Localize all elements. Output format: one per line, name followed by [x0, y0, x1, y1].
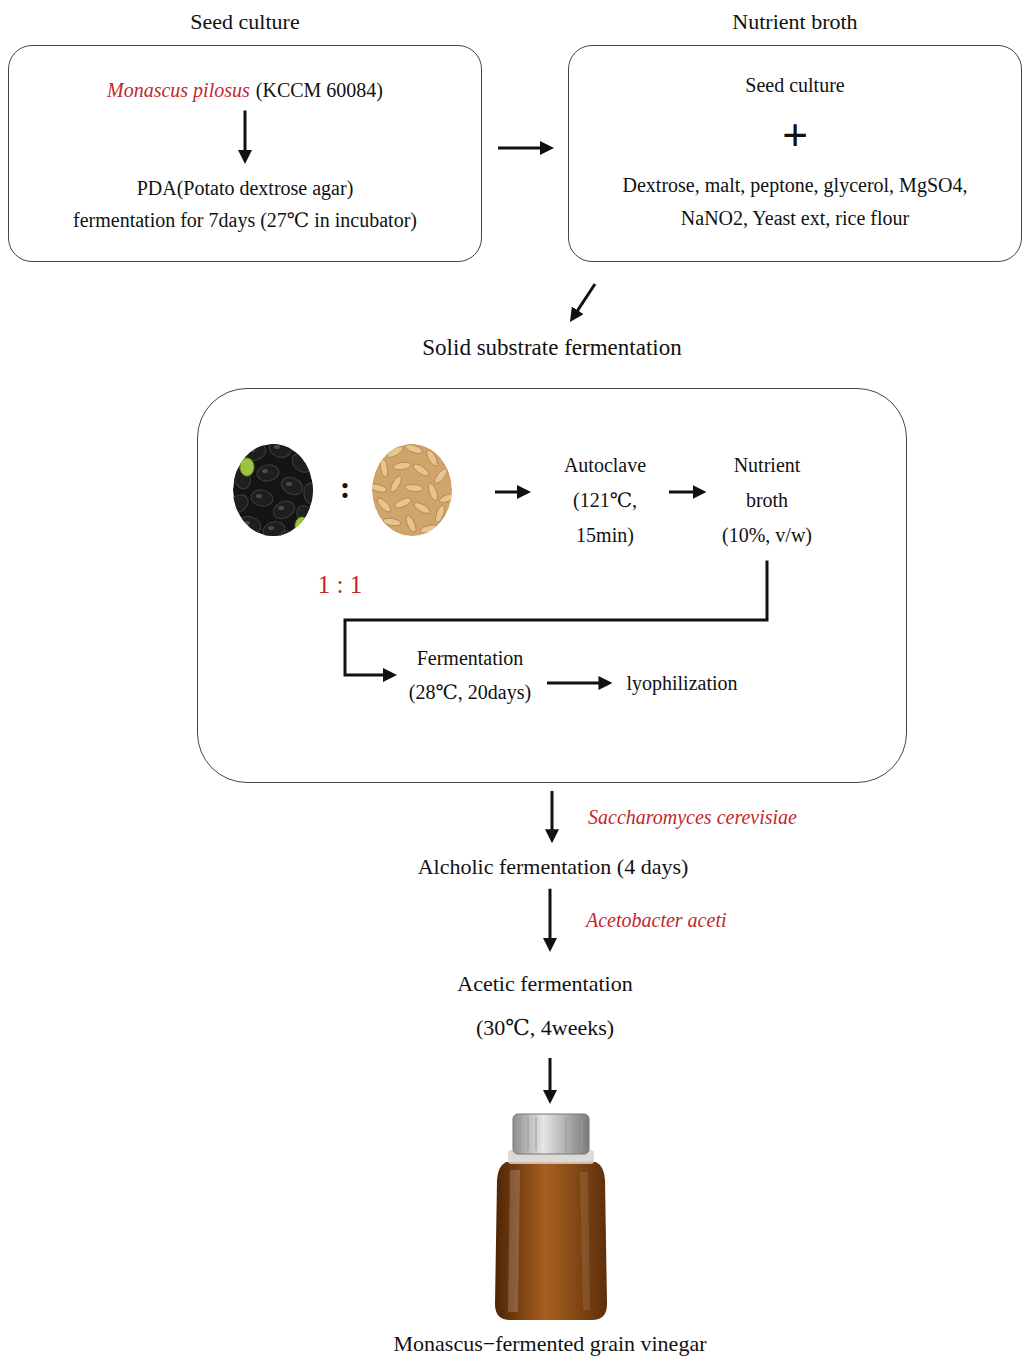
group-box: Nutrient brothSeed culture + Dextrose, mal… [568, 8, 1022, 262]
group-box: Solid substrate fermentationAutoclave (1… [197, 330, 907, 783]
ratio-colon: : [340, 469, 351, 506]
step-label: Fermentation (28℃, 20days) [407, 641, 533, 709]
step-label: Alcholic fermentation (4 days) [418, 853, 689, 881]
product-caption: Monascus−fermented grain vinegar [394, 1330, 707, 1358]
arrow-connector [669, 491, 700, 494]
arrow-connector [551, 791, 554, 836]
step-node: Monascus−fermented grain vinegar [394, 1112, 707, 1358]
group-outline [197, 388, 907, 783]
step-node: Fermentation (28℃, 20days) [407, 641, 533, 709]
bottle-space [394, 1112, 707, 1330]
group-box: Seed cultureMonascus pilosus (KCCM 60084)… [8, 8, 482, 262]
black-bean-picture [224, 438, 321, 557]
ratio-label: 1 : 1 [318, 571, 362, 599]
brown-rice-picture [368, 432, 457, 554]
arrow-connector [244, 111, 247, 158]
organism-label: Saccharomyces cerevisiae [588, 806, 797, 829]
organism-label: Acetobacter aceti [586, 909, 727, 932]
step-node: Autoclave (121℃, 15min) [555, 448, 655, 553]
strain-code: (KCCM 60084) [256, 79, 383, 101]
arrow-connector [345, 561, 767, 676]
step-node: PDA(Potato dextrose agar)fermentation fo… [73, 172, 417, 236]
group-heading: Solid substrate fermentation [422, 335, 681, 361]
arrow-connector [549, 889, 552, 945]
step-text: fermentation for 7days (27℃ in incubator… [73, 204, 417, 236]
step-label: Nutrient broth (10%, v/w) [721, 448, 814, 553]
arrow-connector [574, 284, 595, 316]
step-label: Acetic fermentation (30℃, 4weeks) [445, 962, 645, 1050]
step-text: PDA(Potato dextrose agar) [73, 172, 417, 204]
step-node: Monascus pilosus (KCCM 60084) [107, 78, 383, 103]
step-node: lyophilization [626, 671, 737, 696]
plus-sign: + [782, 109, 808, 162]
step-node: Nutrient broth (10%, v/w) [721, 448, 814, 553]
arrow-connector [498, 147, 547, 150]
species-name: Monascus pilosus [107, 79, 250, 101]
vinegar-bottle [495, 1114, 607, 1320]
arrow-connector [549, 1058, 552, 1097]
group-heading: Nutrient broth [732, 9, 857, 35]
group-heading: Seed culture [190, 9, 299, 35]
step-label: Autoclave (121℃, 15min) [555, 448, 655, 553]
ingredient-text: Dextrose, malt, peptone, glycerol, MgSO4… [595, 169, 995, 235]
ingredient-text: Seed culture [745, 74, 844, 97]
step-label: lyophilization [626, 671, 737, 696]
arrow-connector [547, 682, 605, 685]
step-node: Acetic fermentation (30℃, 4weeks) [445, 962, 645, 1050]
step-node: Alcholic fermentation (4 days) [418, 853, 689, 881]
process-arrow [495, 491, 524, 494]
